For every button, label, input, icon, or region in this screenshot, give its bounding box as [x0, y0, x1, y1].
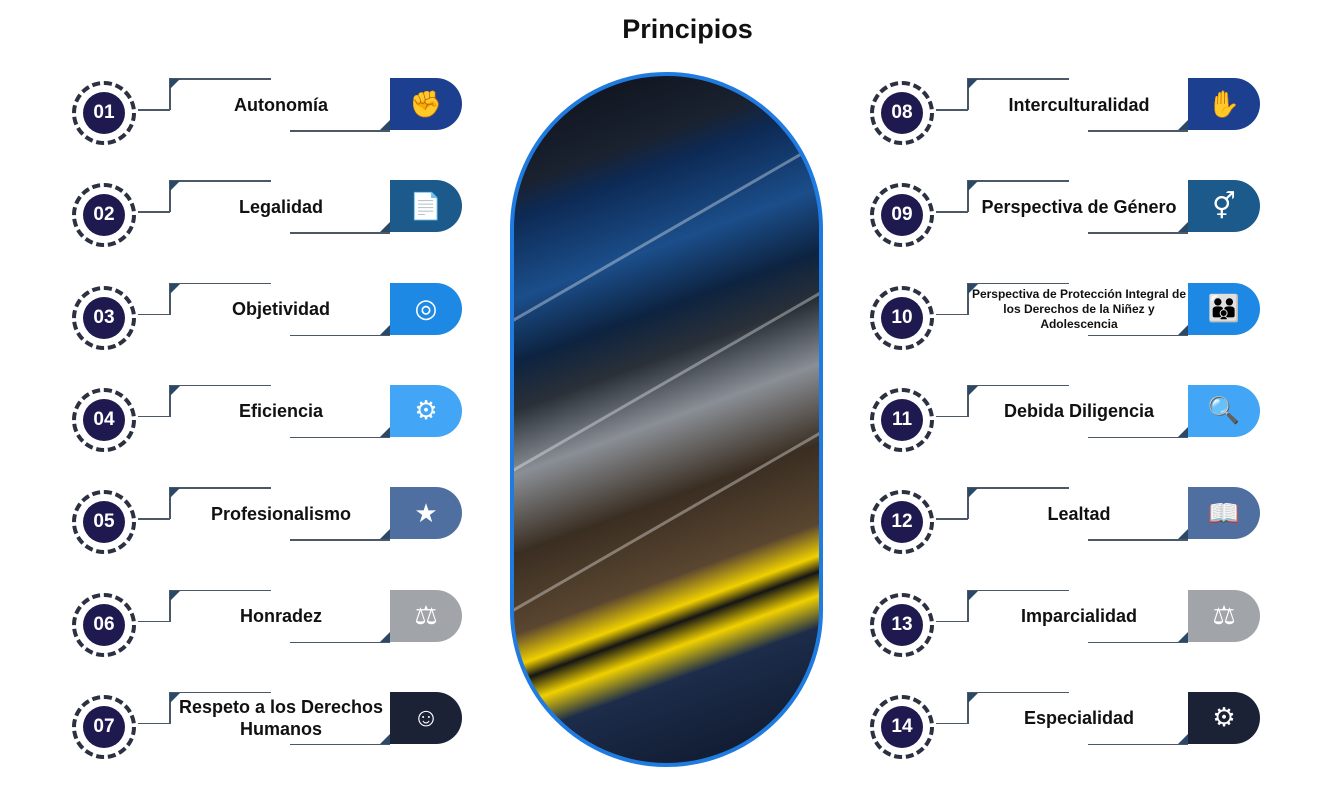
number-badge: 06 — [72, 592, 136, 657]
principle-label: Respeto a los Derechos Humanos — [178, 697, 384, 740]
number-badge: 11 — [870, 387, 934, 452]
number-text: 03 — [83, 296, 125, 339]
principle-item-02: 02 Legalidad 📄 — [72, 180, 472, 250]
number-text: 13 — [881, 603, 923, 646]
principle-label: Autonomía — [234, 94, 328, 115]
principle-label: Debida Diligencia — [1003, 401, 1155, 422]
principle-item-06: 06 Honradez ⚖ — [72, 589, 472, 660]
number-text: 10 — [881, 296, 923, 339]
number-text: 06 — [83, 603, 125, 646]
number-badge: 13 — [870, 592, 934, 657]
principle-label: Profesionalismo — [210, 503, 352, 524]
number-badge: 09 — [870, 183, 934, 248]
group-target-icon: ◎ — [390, 282, 462, 335]
principle-label: Honradez — [239, 606, 322, 626]
principle-item-13: 13 Imparcialidad ⚖ — [870, 589, 1270, 660]
principle-label: Especialidad — [1023, 708, 1135, 729]
number-badge: 08 — [870, 81, 934, 145]
number-text: 04 — [83, 398, 125, 441]
number-text: 11 — [881, 398, 923, 441]
number-badge: 02 — [72, 183, 136, 248]
efficiency-gear-clock-icon: ⚙ — [390, 384, 462, 437]
principle-label: Legalidad — [238, 196, 323, 217]
joined-hands-icon: ✋ — [1188, 78, 1260, 130]
number-badge: 10 — [870, 285, 934, 350]
number-text: 08 — [881, 92, 923, 134]
principle-label: Eficiencia — [238, 401, 324, 422]
principle-item-01: 01 Autonomía ✊ — [72, 78, 472, 148]
number-badge: 05 — [72, 490, 136, 555]
number-text: 02 — [83, 194, 125, 237]
principle-label: Objetividad — [231, 299, 330, 320]
number-text: 01 — [83, 92, 125, 134]
document-search-icon: 🔍 — [1188, 384, 1260, 437]
principle-label: Interculturalidad — [1008, 94, 1150, 115]
number-text: 14 — [881, 705, 923, 748]
number-text: 05 — [83, 501, 125, 544]
hands-person-icon: ☺ — [390, 691, 462, 744]
principle-item-05: 05 Profesionalismo ★ — [72, 487, 472, 557]
number-text: 12 — [881, 501, 923, 544]
document-gavel-icon: 📄 — [390, 180, 462, 233]
number-badge: 03 — [72, 285, 136, 350]
central-photo-collage — [510, 72, 823, 767]
principle-label: Perspectiva de Género — [981, 196, 1177, 217]
principle-item-11: 11 Debida Diligencia 🔍 — [870, 384, 1270, 455]
principle-label: Perspectiva de Protección Integral de lo… — [971, 286, 1187, 331]
number-text: 09 — [881, 194, 923, 237]
principle-item-04: 04 Eficiencia ⚙ — [72, 384, 472, 455]
page-title: Principios — [622, 14, 753, 44]
children-hands-icon: 👪 — [1188, 282, 1260, 335]
person-gear-icon: ⚙ — [1188, 691, 1260, 744]
scale-icon: ⚖ — [1188, 589, 1260, 642]
number-badge: 07 — [72, 694, 136, 759]
professional-stars-icon: ★ — [390, 487, 462, 540]
number-badge: 12 — [870, 490, 934, 555]
number-badge: 14 — [870, 694, 934, 759]
principle-item-03: 03 Objetividad ◎ — [72, 282, 472, 353]
principle-item-09: 09 Perspectiva de Género ⚥ — [870, 180, 1270, 250]
number-text: 07 — [83, 705, 125, 748]
principle-item-12: 12 Lealtad 📖 — [870, 487, 1270, 557]
hand-book-icon: 📖 — [1188, 487, 1260, 540]
principle-item-07: 07 Respeto a los Derechos Humanos ☺ — [72, 691, 472, 762]
principle-label: Imparcialidad — [1020, 606, 1138, 626]
principle-label: Lealtad — [1047, 503, 1111, 524]
fist-network-icon: ✊ — [390, 78, 462, 130]
number-badge: 04 — [72, 387, 136, 452]
principle-item-14: 14 Especialidad ⚙ — [870, 691, 1270, 762]
gender-icon: ⚥ — [1188, 180, 1260, 233]
principle-item-10: 10 Perspectiva de Protección Integral de… — [870, 282, 1270, 353]
person-balance-icon: ⚖ — [390, 589, 462, 642]
principle-item-08: 08 Interculturalidad ✋ — [870, 78, 1270, 148]
number-badge: 01 — [72, 81, 136, 145]
